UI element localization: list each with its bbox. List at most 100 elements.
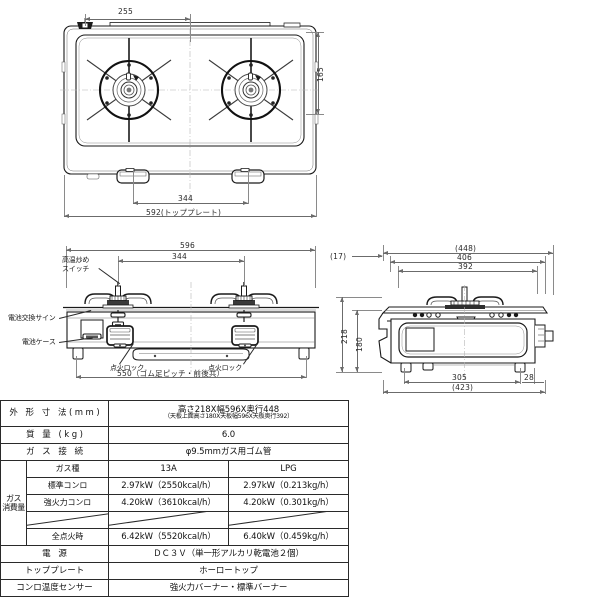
- front-view-graphic: [63, 282, 319, 372]
- gas-consumption-line1: ガス: [6, 493, 22, 503]
- row-label-power-source: 電 源: [0, 545, 109, 563]
- ext-side-392-left: [398, 266, 399, 288]
- table-row-gas-type: ガス 消費量 ガス種 13A LPG: [0, 460, 350, 546]
- ext-top-255-right: [190, 14, 191, 42]
- dim-front-596-arrow-left: [66, 247, 71, 252]
- standard-burner-13a: 2.97kW（2550kcal/h）: [108, 477, 229, 495]
- row-label-top-plate: トッププレート: [0, 562, 109, 580]
- table-row-power-source: 電 源 ＤＣ３Ｖ（単一形アルカリ乾電池２個）: [0, 545, 350, 563]
- blank-row-lpg: [227, 511, 350, 529]
- ext-front-344-left: [118, 256, 119, 286]
- row-value-mass: 6.0: [107, 426, 350, 444]
- dim-front-550-arrow-right: [301, 374, 306, 379]
- ext-side-406-left: [390, 256, 391, 272]
- dim-top-344-arrow-left: [133, 200, 138, 205]
- dim-front-550-text: 550（ゴム足ピッチ・前後共）: [117, 369, 225, 378]
- row-label-gas-type: ガス種: [26, 460, 109, 478]
- dim-top-255-arrow-left: [85, 16, 90, 21]
- dim-top-344-line: [133, 203, 248, 204]
- outer-dimensions-main: 高さ218X幅596X奥行448: [177, 405, 280, 416]
- dim-side-305-line: [404, 382, 520, 383]
- callout-ignition-lock-right: 点火ロック: [208, 364, 242, 373]
- dim-front-344-line: [118, 261, 244, 262]
- dim-top-165-line: [318, 32, 319, 114]
- front-view: [63, 282, 319, 372]
- ext-top-592-left: [64, 175, 65, 217]
- table-row-gas-connection: ガ ス 接 続 φ9.5mmガス用ゴム管: [0, 443, 350, 461]
- dim-front-596-text: 596: [180, 241, 195, 250]
- ext-top-344-right: [248, 170, 249, 204]
- dim-top-255-line: [85, 19, 190, 20]
- dim-top-255-arrow-right: [185, 16, 190, 21]
- dim-top-165-arrow-up: [315, 32, 320, 37]
- all-burners-lpg: 6.40kW（0.459kg/h）: [227, 528, 350, 546]
- ext-top-592-right: [316, 175, 317, 217]
- dim-side-392-arrow-right: [532, 268, 537, 273]
- dim-side-218-arrow-down: [339, 367, 344, 372]
- table-row-standard-burner: 標準コンロ 2.97kW（2550kcal/h） 2.97kW（0.213kg/…: [1, 477, 350, 495]
- gas-consumption-line2: 消費量: [2, 503, 25, 512]
- row-value-outer-dimensions: 高さ218X幅596X奥行448 （天板上面高さ180X天板幅596X天板奥行3…: [107, 400, 350, 427]
- ext-side-218-top: [336, 297, 382, 298]
- dim-front-550-arrow-left: [76, 374, 81, 379]
- row-label-outer-dimensions: 外 形 寸 法(mm): [0, 400, 109, 427]
- table-row-high-power-burner: 強火力コンロ 4.20kW（3610kcal/h） 4.20kW（0.301kg…: [1, 494, 350, 512]
- dim-top-344-arrow-right: [243, 200, 248, 205]
- dim-side-406-arrow-right: [540, 259, 545, 264]
- top-view: [60, 18, 320, 203]
- dim-front-596-arrow-right: [310, 247, 315, 252]
- dim-top-592-line: [64, 216, 316, 217]
- front-grate-left: [84, 282, 152, 309]
- row-label-standard-burner: 標準コンロ: [26, 477, 109, 495]
- high-power-burner-lpg: 4.20kW（0.301kg/h）: [227, 494, 350, 512]
- ext-side-305-right: [520, 368, 521, 384]
- dim-side-423-arrow-left: [383, 389, 388, 394]
- dim-front-596-line: [66, 250, 315, 251]
- ext-side-423-left: [383, 380, 384, 394]
- row-value-top-plate: ホーロートップ: [107, 562, 350, 580]
- dim-side-218-line: [342, 297, 343, 372]
- gas-type-lpg: LPG: [227, 460, 350, 478]
- dim-top-165-text: 165: [316, 67, 325, 82]
- dim-side-180-arrow-down: [354, 367, 359, 372]
- dim-side-448-text: (448): [455, 244, 477, 253]
- row-label-high-power-burner: 強火力コンロ: [26, 494, 109, 512]
- dim-side-28-line: [522, 382, 544, 383]
- table-row-outer-dimensions: 外 形 寸 法(mm) 高さ218X幅596X奥行448 （天板上面高さ180X…: [0, 400, 350, 427]
- dim-top-592-arrow-left: [64, 213, 69, 218]
- knob-right: [231, 325, 259, 348]
- side-view-graphic: [378, 285, 554, 380]
- dim-side-305-arrow-right: [515, 379, 520, 384]
- burner-right: [208, 38, 294, 142]
- table-row-top-plate: トッププレート ホーロートップ: [0, 562, 350, 580]
- ext-side-218-bottom: [336, 372, 382, 373]
- dim-top-592-arrow-right: [311, 213, 316, 218]
- dim-side-448-arrow-right: [548, 250, 553, 255]
- dim-side-218-text: 218: [340, 329, 349, 344]
- dim-side-180-line: [357, 310, 358, 372]
- ext-side-423-right: [545, 380, 546, 394]
- dim-side-392-arrow-left: [398, 268, 403, 273]
- ext-side-305-left: [404, 368, 405, 384]
- dim-side-406-text: 406: [457, 253, 472, 262]
- dim-side-305-text: 305: [452, 373, 467, 382]
- dim-side-305-arrow-left: [404, 379, 409, 384]
- callout-high-temp-switch-line2: スイッチ: [62, 264, 90, 273]
- blank-row-label: [26, 511, 109, 529]
- dim-front-550-line: [76, 377, 306, 378]
- ext-front-596-right: [315, 246, 316, 288]
- dim-side-448-line: [383, 253, 553, 254]
- ext-side-448-right: [553, 245, 554, 295]
- standard-burner-lpg: 2.97kW（0.213kg/h）: [227, 477, 350, 495]
- ext-front-550-right: [306, 356, 307, 378]
- callout-high-temp-switch: 高温炒め スイッチ: [62, 256, 89, 274]
- high-temp-switch-right: [236, 310, 252, 322]
- callout-battery-sign: 電池交換サイン: [8, 314, 56, 323]
- dim-front-344-arrow-left: [118, 258, 123, 263]
- dim-side-423-arrow-right: [540, 389, 545, 394]
- dim-side-218-arrow-up: [339, 297, 344, 302]
- callout-ignition-lock-left: 点火ロック: [110, 364, 144, 373]
- dim-side-28-text: 28: [524, 373, 534, 382]
- dim-side-392-line: [398, 271, 537, 272]
